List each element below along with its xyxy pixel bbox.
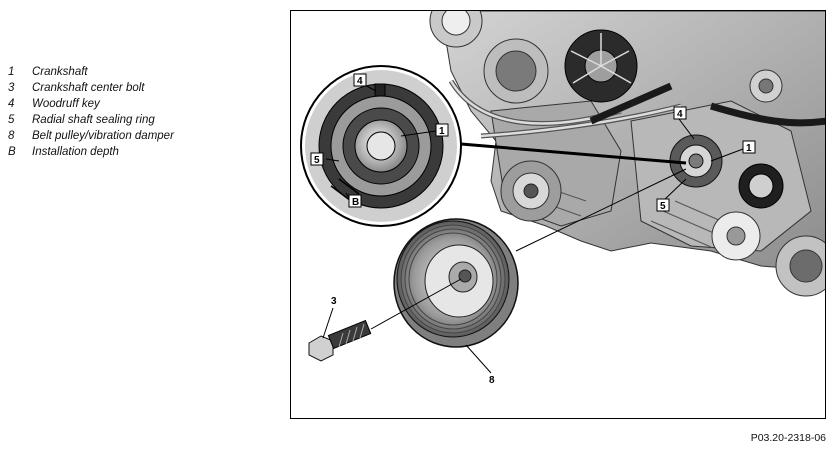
legend-key: 8 — [8, 130, 15, 142]
legend-key: 4 — [8, 98, 15, 110]
legend-text: Crankshaft — [32, 66, 88, 78]
legend-text: Radial shaft sealing ring — [32, 114, 155, 126]
engine-illustration: 4 1 5 B 4 1 5 3 8 — [290, 10, 826, 419]
legend-item: 8 Belt pulley/vibration damper — [8, 128, 174, 144]
callout-labels: 4 1 5 B 4 1 5 3 8 — [310, 73, 756, 386]
callout-5-engine: 5 — [660, 201, 666, 212]
legend-item: 4 Woodruff key — [8, 96, 174, 112]
callout-8-pulley: 8 — [489, 375, 495, 386]
legend-key: 1 — [8, 66, 15, 78]
legend-key: 3 — [8, 82, 15, 94]
legend-text: Crankshaft center bolt — [32, 82, 145, 94]
callout-5-detail: 5 — [314, 155, 320, 166]
legend-item: B Installation depth — [8, 144, 174, 160]
alternator — [500, 160, 562, 222]
figure-code: P03.20-2318-06 — [750, 432, 826, 444]
callout-b-detail: B — [352, 197, 359, 208]
center-bolt — [308, 278, 462, 362]
legend-text: Belt pulley/vibration damper — [32, 130, 174, 142]
detail-view — [300, 65, 462, 227]
legend-text: Woodruff key — [32, 98, 100, 110]
legend-key: B — [8, 146, 16, 158]
right-pulleys — [711, 163, 825, 297]
alignment-line — [515, 168, 687, 252]
legend-item: 3 Crankshaft center bolt — [8, 80, 174, 96]
callout-1-engine: 1 — [746, 143, 752, 154]
detail-pointer-line — [460, 142, 687, 165]
engine-crankshaft-seal — [669, 134, 723, 188]
legend: 1 Crankshaft 3 Crankshaft center bolt 4 … — [8, 64, 174, 160]
legend-item: 5 Radial shaft sealing ring — [8, 112, 174, 128]
callout-4-detail: 4 — [357, 76, 363, 87]
callout-1-detail: 1 — [439, 126, 445, 137]
woodruff-key — [374, 83, 386, 97]
legend-item: 1 Crankshaft — [8, 64, 174, 80]
upper-components — [429, 11, 825, 139]
callout-3-bolt: 3 — [331, 296, 337, 307]
callout-4-engine: 4 — [677, 109, 683, 120]
illustration-svg: 4 1 5 B 4 1 5 3 8 — [300, 11, 825, 386]
leader-lines — [322, 82, 744, 374]
legend-text: Installation depth — [32, 146, 119, 158]
legend-key: 5 — [8, 114, 15, 126]
belt-pulley — [393, 218, 519, 348]
